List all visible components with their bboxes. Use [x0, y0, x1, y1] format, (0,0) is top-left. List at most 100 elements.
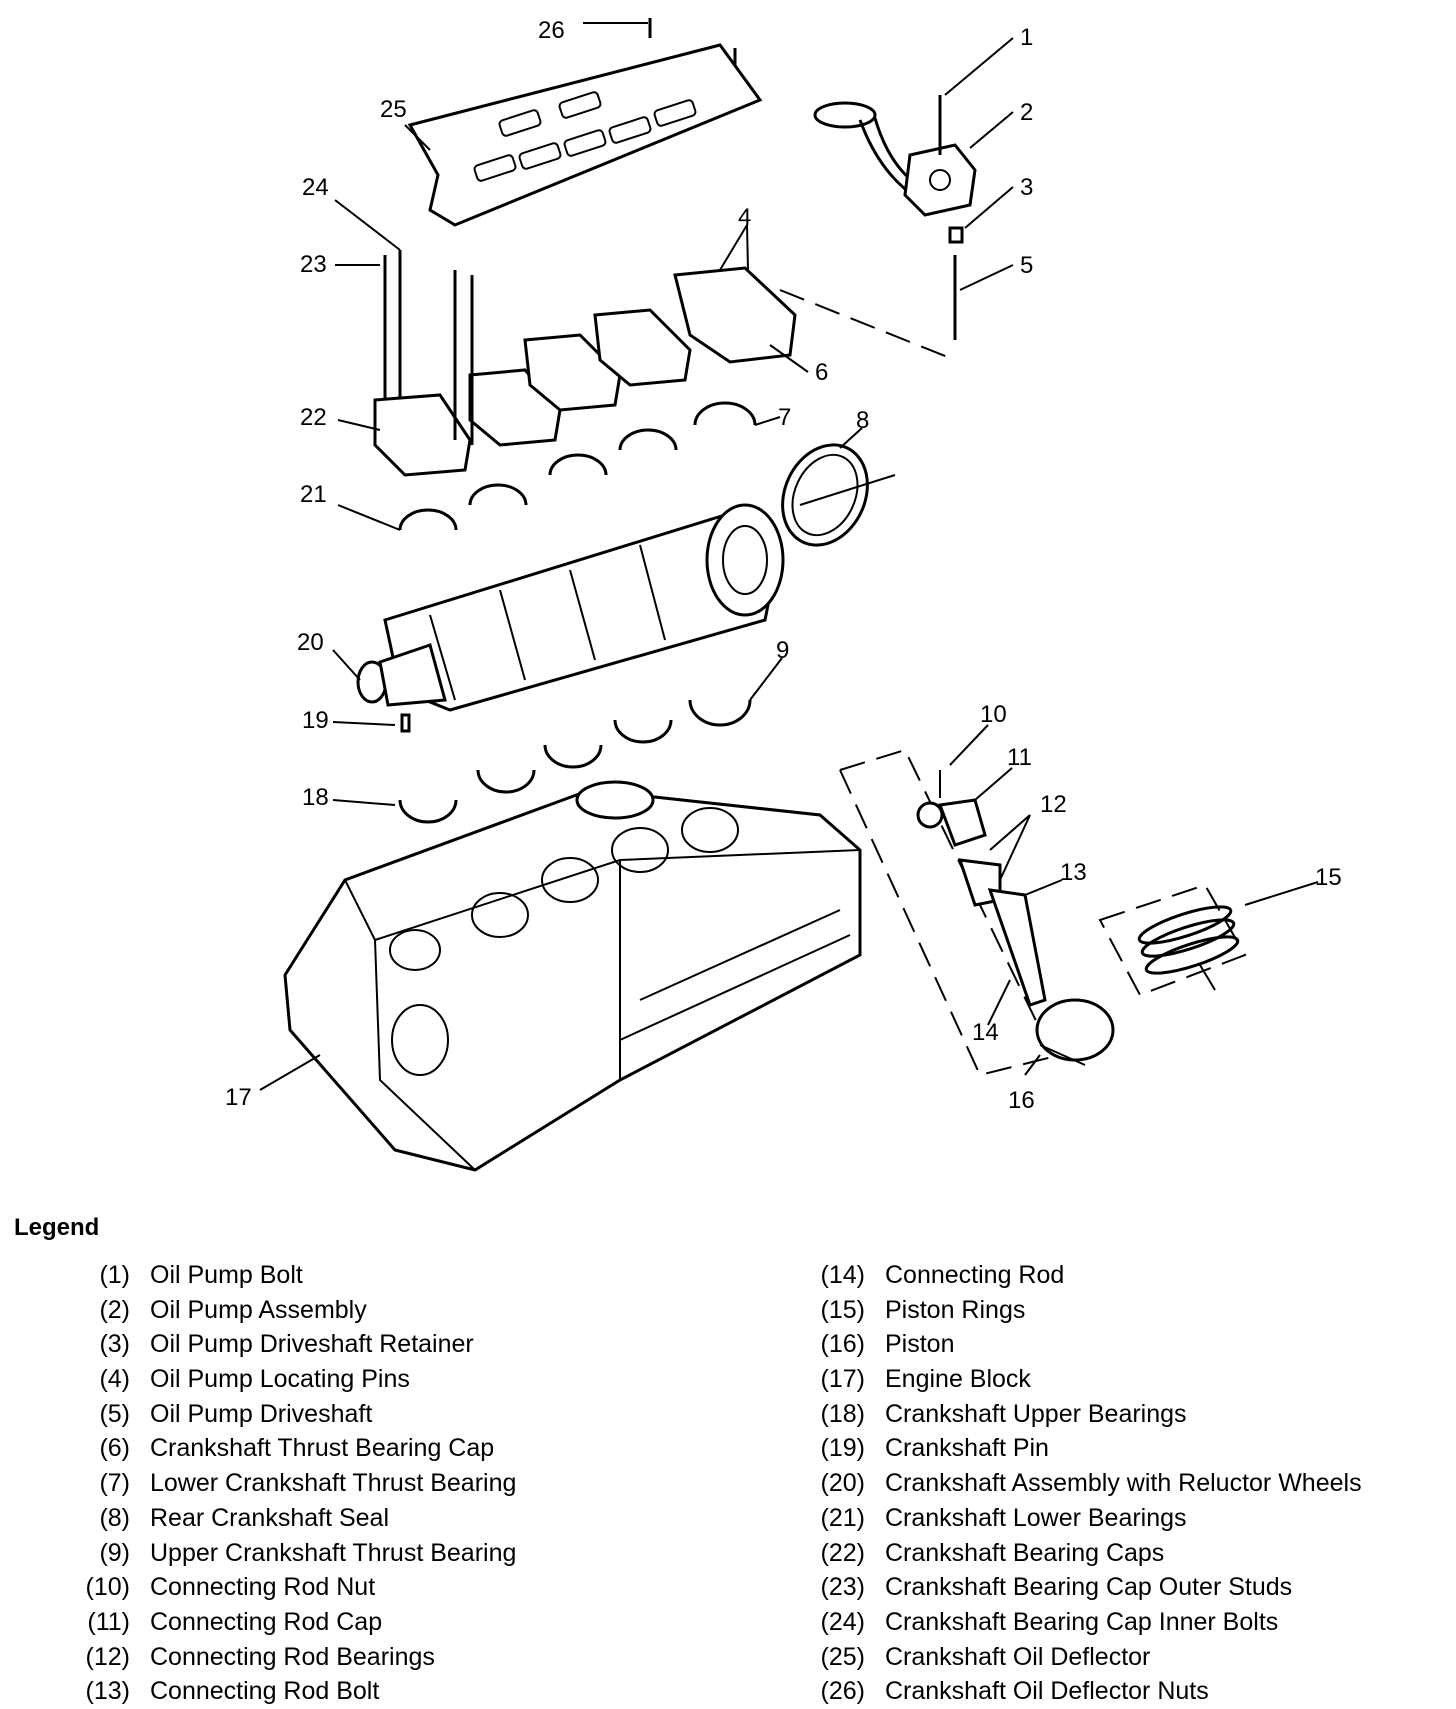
legend-item: (15) Piston Rings [795, 1293, 1362, 1328]
legend-item-number: (1) [99, 1261, 130, 1289]
legend-item-label: Connecting Rod Bolt [150, 1677, 380, 1706]
legend-item-label: Connecting Rod Bearings [150, 1642, 435, 1671]
callout-18: 18 [302, 784, 329, 811]
legend-item-number: (13) [85, 1677, 130, 1706]
legend-item: (18)Crankshaft Upper Bearings [795, 1397, 1362, 1432]
callout-23: 23 [300, 251, 327, 278]
legend-item: (25) Crankshaft Oil Deflector [795, 1640, 1362, 1675]
callout-25: 25 [380, 96, 407, 123]
legend-item: (4)Oil Pump Locating Pins [60, 1362, 516, 1397]
legend-item-number: (11) [87, 1607, 130, 1636]
legend-item-number: (14) [820, 1261, 865, 1289]
legend-item: (5) Oil Pump Driveshaft [60, 1397, 516, 1432]
legend-item-label: Lower Crankshaft Thrust Bearing [150, 1469, 517, 1498]
callout-6: 6 [815, 359, 828, 386]
legend-item-label: Connecting Rod Cap [150, 1607, 383, 1636]
callout-1: 1 [1020, 24, 1033, 51]
legend-item-label: Connecting Rod Nut [150, 1573, 376, 1602]
legend-item-number: (21) [820, 1503, 865, 1532]
legend-item-label: Crankshaft Bearing Caps [885, 1538, 1165, 1567]
legend-item-label: Oil Pump Driveshaft [150, 1399, 373, 1428]
legend-column-left: (1) Oil Pump Bolt (2) Oil Pump Assembly (3) O… [60, 1258, 517, 1709]
callout-24: 24 [302, 174, 329, 201]
legend-item-label: Crankshaft Oil Deflector Nuts [885, 1677, 1209, 1706]
legend-item: (14) Connecting Rod [795, 1258, 1362, 1293]
legend-item-label: Oil Pump Locating Pins [150, 1365, 410, 1394]
legend-item-label: Crankshaft Bearing Cap Inner Bolts [885, 1607, 1279, 1636]
legend-item: (19)Crankshaft Pin [795, 1431, 1362, 1466]
oil-pump-part [813, 95, 977, 340]
legend-item: (11) Connecting Rod Cap [60, 1605, 516, 1640]
legend-item-label: Crankshaft Bearing Cap Outer Studs [885, 1573, 1293, 1602]
callout-8: 8 [856, 407, 869, 434]
legend-item-number: (7) [99, 1469, 130, 1498]
legend-item-label: Crankshaft Oil Deflector [885, 1642, 1151, 1671]
legend-item-label: Upper Crankshaft Thrust Bearing [150, 1538, 517, 1567]
legend-item: (26) Crankshaft Oil Deflector Nuts [795, 1674, 1362, 1709]
legend-item-number: (5) [99, 1399, 130, 1428]
legend-item: (23)Crankshaft Bearing Cap Outer Studs [795, 1570, 1362, 1605]
legend-item-number: (8) [99, 1503, 130, 1532]
callout-5: 5 [1020, 252, 1033, 279]
legend-item-number: (9) [99, 1538, 130, 1567]
callout-20: 20 [297, 629, 324, 656]
leader-lines [259, 22, 1319, 1091]
legend-item-number: (12) [85, 1642, 130, 1671]
callout-7: 7 [778, 404, 791, 431]
legend-item: (24) Crankshaft Bearing Cap Inner Bolts [795, 1605, 1362, 1640]
callout-10: 10 [980, 701, 1007, 728]
legend-item: (10) Connecting Rod Nut [60, 1570, 516, 1605]
legend-item-label: Connecting Rod [885, 1261, 1065, 1289]
legend-item-number: (24) [820, 1607, 865, 1636]
callout-22: 22 [300, 404, 327, 431]
legend-item-number: (2) [99, 1295, 130, 1324]
legend-column-right: (14) Connecting Rod (15) Piston Rings (16)Pi… [795, 1258, 1362, 1709]
legend-item: (16)Piston [795, 1327, 1362, 1362]
engine-block-part [283, 780, 862, 1172]
legend-title: Legend [14, 1214, 100, 1241]
legend-item-label: Piston [885, 1330, 955, 1359]
legend-item: (13) Connecting Rod Bolt [60, 1674, 516, 1709]
legend-item-number: (25) [820, 1642, 865, 1671]
legend-item-number: (22) [820, 1538, 865, 1567]
legend-item: (1) Oil Pump Bolt [60, 1258, 516, 1293]
bearing-shells-part [398, 401, 757, 824]
exploded-engine-diagram: 1 2 3 4 5 6 7 8 9 10 11 12 13 14 15 16 1… [225, 17, 1342, 1172]
legend-item-number: (10) [85, 1573, 130, 1602]
connecting-rod-part [839, 748, 1115, 1077]
legend-item-label: Crankshaft Upper Bearings [885, 1399, 1187, 1428]
callout-11: 11 [1007, 744, 1032, 771]
legend-item: (6) Crankshaft Thrust Bearing Cap [60, 1431, 516, 1466]
legend-item: (8)Rear Crankshaft Seal [60, 1501, 516, 1536]
bearing-caps-part [373, 250, 956, 477]
legend-item-number: (3) [99, 1330, 130, 1359]
legend-item: (9) Upper Crankshaft Thrust Bearing [60, 1536, 516, 1571]
callout-26: 26 [538, 17, 565, 44]
callout-labels: 1 2 3 4 5 6 7 8 9 10 11 12 13 14 15 16 1… [225, 17, 1342, 1114]
callout-15: 15 [1315, 864, 1342, 891]
legend-item-label: Engine Block [885, 1365, 1031, 1394]
legend-item-number: (17) [820, 1365, 865, 1394]
piston-rings-part [1098, 883, 1247, 997]
callout-4: 4 [738, 204, 751, 231]
callout-17: 17 [225, 1084, 252, 1111]
legend-item-number: (15) [820, 1295, 865, 1324]
callout-14: 14 [972, 1019, 999, 1046]
legend-item-label: Oil Pump Assembly [150, 1295, 367, 1324]
callout-3: 3 [1020, 174, 1033, 201]
legend-item-label: Oil Pump Bolt [150, 1261, 303, 1289]
legend-item-label: Piston Rings [885, 1295, 1026, 1324]
callout-21: 21 [300, 481, 327, 508]
rear-seal-part [781, 443, 896, 547]
legend-item: (22) Crankshaft Bearing Caps [795, 1536, 1362, 1571]
legend-item-label: Crankshaft Lower Bearings [885, 1503, 1187, 1532]
callout-13: 13 [1060, 859, 1087, 886]
oil-deflector-part [407, 18, 763, 227]
legend-item: (7) Lower Crankshaft Thrust Bearing [60, 1466, 516, 1501]
legend-item-number: (6) [99, 1434, 130, 1463]
callout-19: 19 [302, 707, 329, 734]
legend-item: (21) Crankshaft Lower Bearings [795, 1501, 1362, 1536]
legend-item-label: Crankshaft Thrust Bearing Cap [150, 1434, 495, 1463]
legend-item-number: (20) [820, 1469, 865, 1498]
legend-item-number: (26) [820, 1677, 865, 1706]
